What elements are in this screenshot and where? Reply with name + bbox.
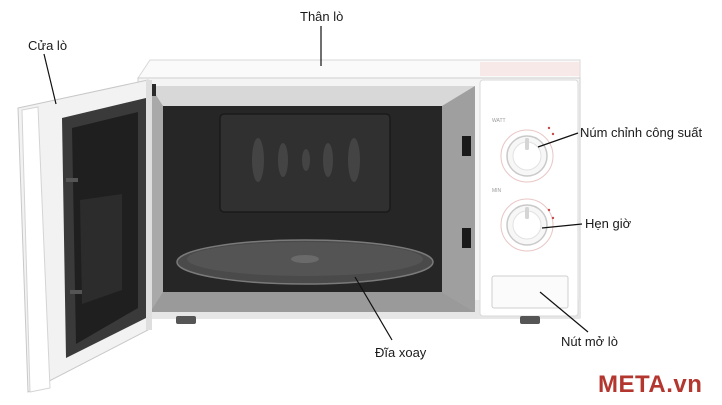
label-open-button: Nút mở lò xyxy=(561,334,618,349)
label-power-knob: Núm chỉnh công suất xyxy=(580,125,703,140)
watt-dial-label: WATT xyxy=(492,118,506,124)
leader-turntable xyxy=(354,276,393,341)
turntable xyxy=(176,239,434,285)
oven-door xyxy=(17,79,152,393)
leader-power xyxy=(537,132,579,148)
leader-timer xyxy=(541,223,583,229)
min-dial-label: MIN xyxy=(492,188,502,194)
leader-door xyxy=(43,53,57,105)
leader-lines xyxy=(43,26,589,341)
leader-open-button xyxy=(539,291,589,333)
timer-knob xyxy=(500,198,555,252)
label-turntable: Đĩa xoay xyxy=(375,345,427,360)
label-door: Cửa lò xyxy=(28,38,68,53)
label-timer: Hẹn giờ xyxy=(585,216,632,231)
label-body: Thân lò xyxy=(300,9,344,24)
door-open-button-shape xyxy=(491,275,569,309)
watermark-logo: META.vn xyxy=(598,371,703,398)
power-knob xyxy=(500,126,555,183)
